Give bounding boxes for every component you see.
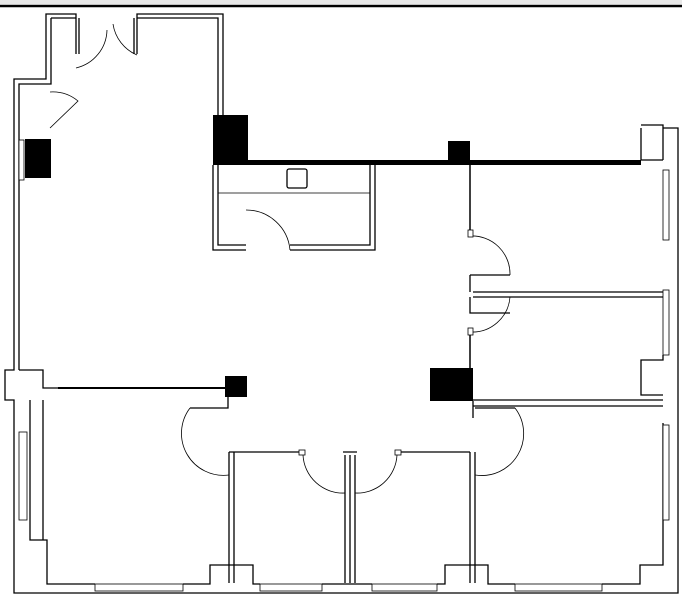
door-swing [469, 296, 511, 333]
door-swing [474, 407, 525, 476]
column [448, 141, 470, 163]
column [430, 368, 473, 401]
window-east-3 [662, 424, 670, 521]
window-east-2 [662, 289, 670, 356]
door-swing [181, 407, 230, 476]
door-swing [469, 235, 511, 276]
door-swing [354, 454, 398, 494]
top-border [0, 0, 682, 8]
window-south-4 [514, 583, 603, 592]
column [225, 376, 247, 397]
windows [18, 139, 670, 592]
window-west-upper [18, 139, 25, 181]
doors [49, 23, 525, 494]
sink [286, 168, 308, 189]
window-south-3 [371, 583, 438, 592]
door-swing [245, 209, 291, 251]
window-west-lower [18, 431, 28, 521]
window-east-1 [662, 169, 670, 241]
door-swing [75, 29, 108, 69]
interior-walls [58, 160, 663, 583]
exterior-walls [4, 13, 679, 594]
door-swing [49, 91, 79, 129]
door-swing [302, 454, 346, 494]
column [213, 115, 248, 163]
window-south-2 [259, 583, 323, 592]
column [25, 139, 51, 178]
window-south-1 [94, 583, 184, 592]
door-swing [112, 23, 138, 56]
columns [25, 115, 473, 401]
